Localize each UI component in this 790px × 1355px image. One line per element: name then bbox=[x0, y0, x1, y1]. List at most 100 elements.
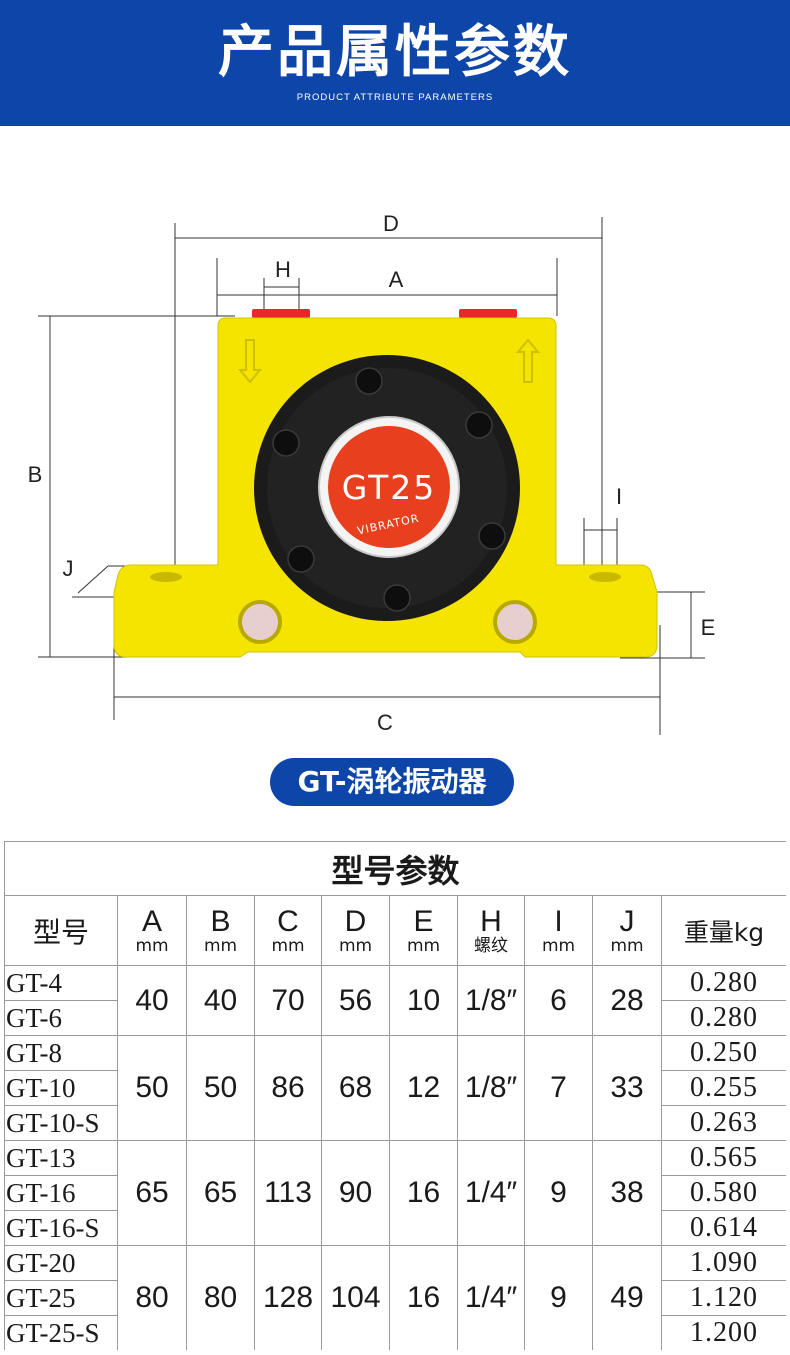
header-label: 型号 bbox=[32, 915, 89, 949]
param-e: 16 bbox=[389, 1140, 457, 1245]
vibrator-dimension-diagram: D A H B C E I J bbox=[28, 211, 716, 735]
param-b: 40 bbox=[186, 965, 254, 1035]
header-unit: mm bbox=[338, 935, 373, 956]
disc-bolts bbox=[272, 367, 506, 612]
header-banner: 产品属性参数 PRODUCT ATTRIBUTE PARAMETERS bbox=[0, 0, 790, 126]
inlet-port bbox=[252, 309, 310, 318]
weight-value: 0.250 bbox=[661, 1035, 786, 1070]
model-name: GT-8 bbox=[4, 1035, 117, 1070]
param-i: 9 bbox=[524, 1140, 592, 1245]
param-i: 6 bbox=[524, 965, 592, 1035]
weight-value: 0.565 bbox=[661, 1140, 786, 1175]
param-j: 33 bbox=[592, 1035, 661, 1140]
weight-value: 1.090 bbox=[661, 1245, 786, 1280]
weight-value: 0.263 bbox=[661, 1105, 786, 1140]
label-b: B bbox=[28, 462, 43, 487]
param-h: 1/8″ bbox=[457, 1035, 524, 1140]
label-c: C bbox=[377, 710, 393, 735]
header-unit: 螺纹 bbox=[474, 935, 508, 956]
header-letter: E bbox=[413, 904, 434, 938]
param-a: 65 bbox=[117, 1140, 186, 1245]
weight-value: 0.280 bbox=[661, 1000, 786, 1035]
header-unit: mm bbox=[271, 935, 305, 956]
param-b: 50 bbox=[186, 1035, 254, 1140]
weight-value: 1.200 bbox=[661, 1315, 786, 1350]
weight-value: 1.120 bbox=[661, 1280, 786, 1315]
param-e: 16 bbox=[389, 1245, 457, 1350]
header-cell: 型号 bbox=[4, 895, 117, 965]
weight-value: 0.280 bbox=[661, 965, 786, 1000]
param-i: 7 bbox=[524, 1035, 592, 1140]
model-name: GT-16-S bbox=[4, 1210, 117, 1245]
badge-model: GT25 bbox=[342, 468, 437, 507]
header-unit: mm bbox=[203, 935, 238, 956]
header-letter: B bbox=[210, 904, 231, 938]
model-name: GT-20 bbox=[4, 1245, 117, 1280]
header-letter: C bbox=[277, 904, 299, 938]
param-e: 10 bbox=[389, 965, 457, 1035]
param-h: 1/8″ bbox=[457, 965, 524, 1035]
model-name: GT-10 bbox=[4, 1070, 117, 1105]
header-letter: D bbox=[344, 904, 367, 938]
weight-value: 0.255 bbox=[661, 1070, 786, 1105]
label-e: E bbox=[701, 615, 716, 640]
param-b: 65 bbox=[186, 1140, 254, 1245]
arrow-down-icon bbox=[237, 339, 263, 384]
product-caption: GT-涡轮振动器 bbox=[270, 758, 514, 806]
param-d: 104 bbox=[321, 1245, 389, 1350]
label-h: H bbox=[275, 257, 291, 282]
weight-value: 0.614 bbox=[661, 1210, 786, 1245]
label-j: J bbox=[63, 556, 74, 581]
model-badge bbox=[328, 426, 450, 548]
param-d: 56 bbox=[321, 965, 389, 1035]
header-letter: J bbox=[619, 904, 635, 938]
param-c: 128 bbox=[254, 1245, 321, 1350]
header-letter: A bbox=[141, 904, 162, 938]
param-j: 49 bbox=[592, 1245, 661, 1350]
param-a: 40 bbox=[117, 965, 186, 1035]
model-name: GT-4 bbox=[4, 965, 117, 1000]
param-e: 12 bbox=[389, 1035, 457, 1140]
param-d: 90 bbox=[321, 1140, 389, 1245]
page-title: 产品属性参数 bbox=[218, 20, 572, 85]
model-name: GT-16 bbox=[4, 1175, 117, 1210]
header-unit: mm bbox=[406, 935, 441, 956]
turbine-disc: GT25 VIBRATOR bbox=[254, 355, 520, 621]
param-j: 28 bbox=[592, 965, 661, 1035]
param-a: 50 bbox=[117, 1035, 186, 1140]
header-letter: H bbox=[480, 904, 502, 938]
arrow-up-icon bbox=[515, 338, 541, 383]
header-unit: mm bbox=[610, 935, 644, 956]
table-title: 型号参数 bbox=[4, 841, 786, 895]
model-name: GT-10-S bbox=[4, 1105, 117, 1140]
param-h: 1/4″ bbox=[457, 1140, 524, 1245]
outlet-port bbox=[459, 309, 517, 318]
header-cell: 重量kg bbox=[661, 895, 786, 965]
header-letter: I bbox=[554, 904, 563, 938]
header-unit: mm bbox=[541, 935, 576, 956]
param-c: 113 bbox=[254, 1140, 321, 1245]
model-name: GT-25 bbox=[4, 1280, 117, 1315]
model-name: GT-13 bbox=[4, 1140, 117, 1175]
param-b: 80 bbox=[186, 1245, 254, 1350]
header-unit: mm bbox=[135, 935, 169, 956]
param-j: 38 bbox=[592, 1140, 661, 1245]
page-subtitle: PRODUCT ATTRIBUTE PARAMETERS bbox=[296, 92, 494, 103]
header-label: 重量kg bbox=[683, 917, 765, 947]
model-name: GT-6 bbox=[4, 1000, 117, 1035]
param-i: 9 bbox=[524, 1245, 592, 1350]
weight-value: 0.580 bbox=[661, 1175, 786, 1210]
param-d: 68 bbox=[321, 1035, 389, 1140]
label-a: A bbox=[389, 267, 404, 292]
param-c: 70 bbox=[254, 965, 321, 1035]
param-h: 1/4″ bbox=[457, 1245, 524, 1350]
